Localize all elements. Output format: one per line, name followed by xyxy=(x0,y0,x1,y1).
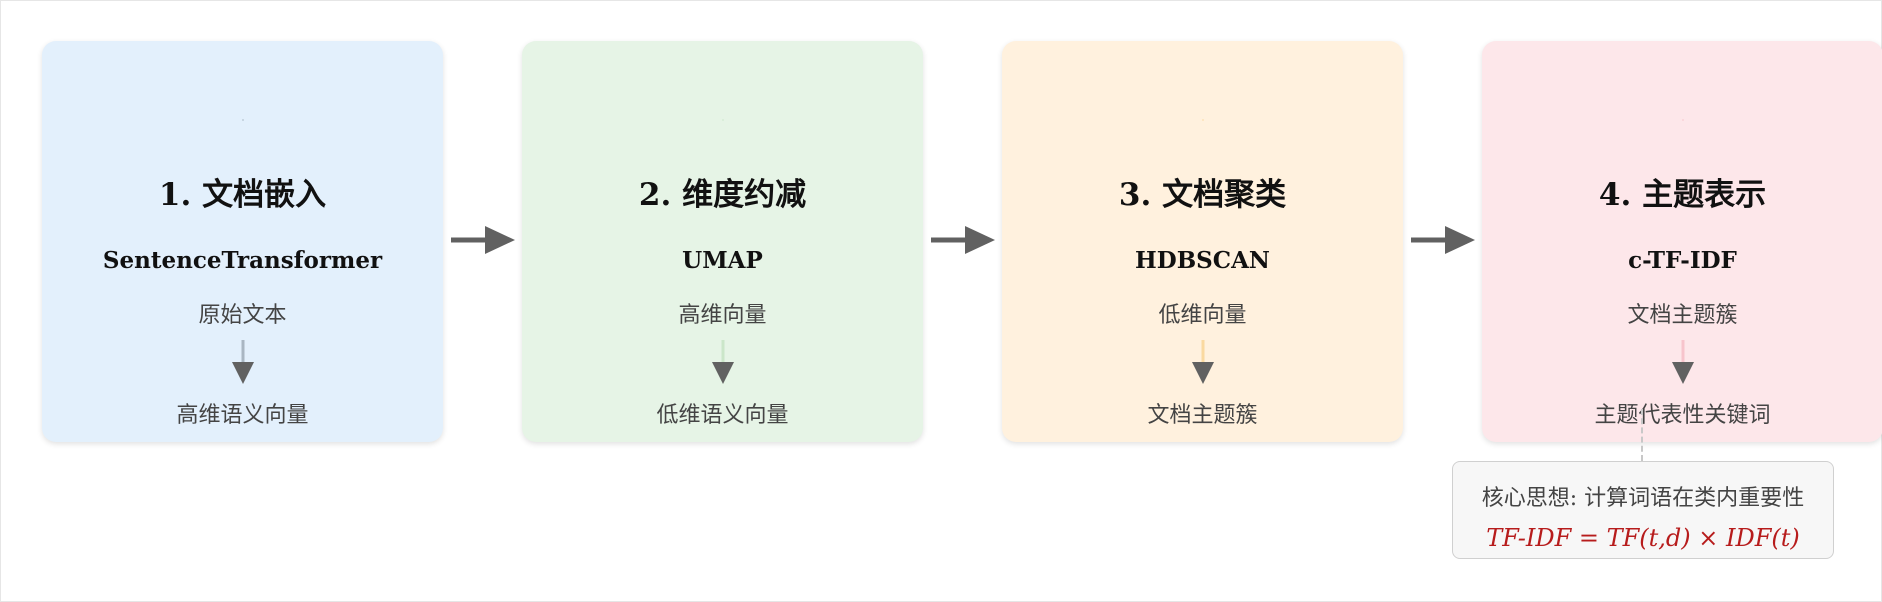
down-arrow-icon xyxy=(231,340,254,384)
step-output: 高维语义向量 xyxy=(176,403,309,428)
card-dot xyxy=(721,119,724,121)
step-card-embedding: 1. 文档嵌入 SentenceTransformer 原始文本 高维语义向量 xyxy=(42,41,443,442)
flow-arrow-icon xyxy=(1411,226,1475,254)
step-method: c-TF-IDF xyxy=(1628,247,1737,274)
step-title: 4. 主题表示 xyxy=(1598,177,1767,213)
step-title: 3. 文档聚类 xyxy=(1118,177,1287,213)
down-arrow-icon xyxy=(1671,340,1694,384)
step-card-reduction: 2. 维度约减 UMAP 高维向量 低维语义向量 xyxy=(522,41,923,442)
flow-arrow-icon xyxy=(931,226,995,254)
flow-arrow-icon xyxy=(451,226,515,254)
step-output: 文档主题簇 xyxy=(1147,403,1258,428)
step-input: 文档主题簇 xyxy=(1627,303,1738,328)
down-arrow-icon xyxy=(1191,340,1214,384)
step-card-clustering: 3. 文档聚类 HDBSCAN 低维向量 文档主题簇 xyxy=(1002,41,1403,442)
step-input: 高维向量 xyxy=(678,303,767,328)
note-connector xyxy=(1641,409,1643,461)
step-card-representation: 4. 主题表示 c-TF-IDF 文档主题簇 主题代表性关键词 xyxy=(1482,41,1882,442)
step-title: 2. 维度约减 xyxy=(638,177,807,213)
card-dot xyxy=(1201,119,1204,121)
card-dot xyxy=(1681,119,1684,121)
step-output: 低维语义向量 xyxy=(656,403,789,428)
card-dot xyxy=(241,119,244,121)
step-method: SentenceTransformer xyxy=(102,247,383,274)
down-arrow-icon xyxy=(711,340,734,384)
tfidf-formula: TF-IDF = TF(t,d) × IDF(t) xyxy=(1486,524,1800,552)
step-method: HDBSCAN xyxy=(1135,247,1270,274)
step-title: 1. 文档嵌入 xyxy=(158,177,327,213)
step-input: 低维向量 xyxy=(1158,303,1247,328)
formula-note: 核心思想: 计算词语在类内重要性 TF-IDF = TF(t,d) × IDF(… xyxy=(1452,461,1834,559)
step-output: 主题代表性关键词 xyxy=(1594,403,1771,428)
core-idea-text: 核心思想: 计算词语在类内重要性 xyxy=(1481,486,1805,511)
step-method: UMAP xyxy=(682,247,763,274)
step-input: 原始文本 xyxy=(198,303,287,328)
